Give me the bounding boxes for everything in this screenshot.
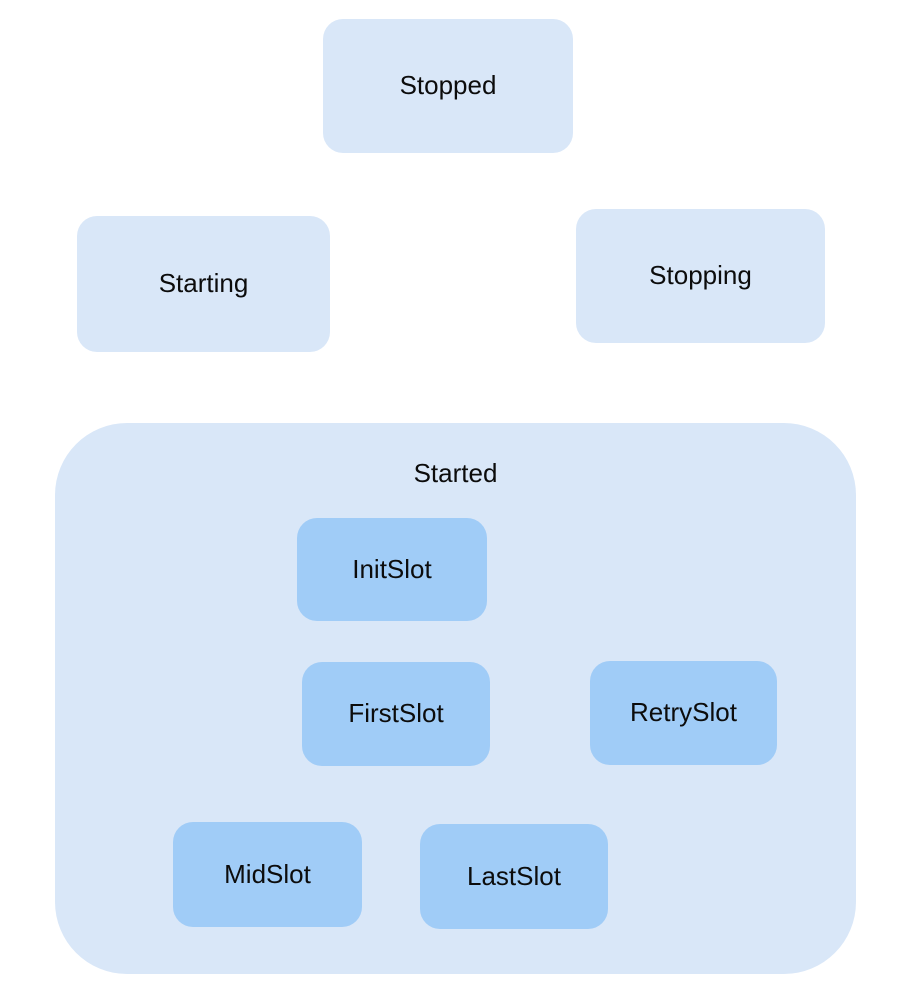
state-label-firstslot: FirstSlot xyxy=(348,698,444,729)
state-label-midslot: MidSlot xyxy=(224,858,311,889)
state-label-retryslot: RetrySlot xyxy=(630,697,737,728)
state-node-initslot[interactable]: InitSlot xyxy=(297,518,487,621)
state-label-stopping: Stopping xyxy=(649,260,752,291)
state-node-retryslot[interactable]: RetrySlot xyxy=(590,661,777,765)
state-node-lastslot[interactable]: LastSlot xyxy=(420,824,608,929)
state-label-stopped: Stopped xyxy=(399,70,497,101)
state-node-stopped[interactable]: Stopped xyxy=(323,19,573,153)
state-node-started[interactable]: Started InitSlot FirstSlot RetrySlot Mid… xyxy=(55,423,856,974)
state-label-lastslot: LastSlot xyxy=(467,860,561,891)
state-label-starting: Starting xyxy=(158,268,249,299)
state-node-starting[interactable]: Starting xyxy=(77,216,330,352)
state-label-initslot: InitSlot xyxy=(352,553,432,584)
state-node-midslot[interactable]: MidSlot xyxy=(173,822,362,927)
state-node-firstslot[interactable]: FirstSlot xyxy=(302,662,490,766)
state-node-stopping[interactable]: Stopping xyxy=(576,209,825,343)
state-label-started: Started xyxy=(413,458,498,488)
